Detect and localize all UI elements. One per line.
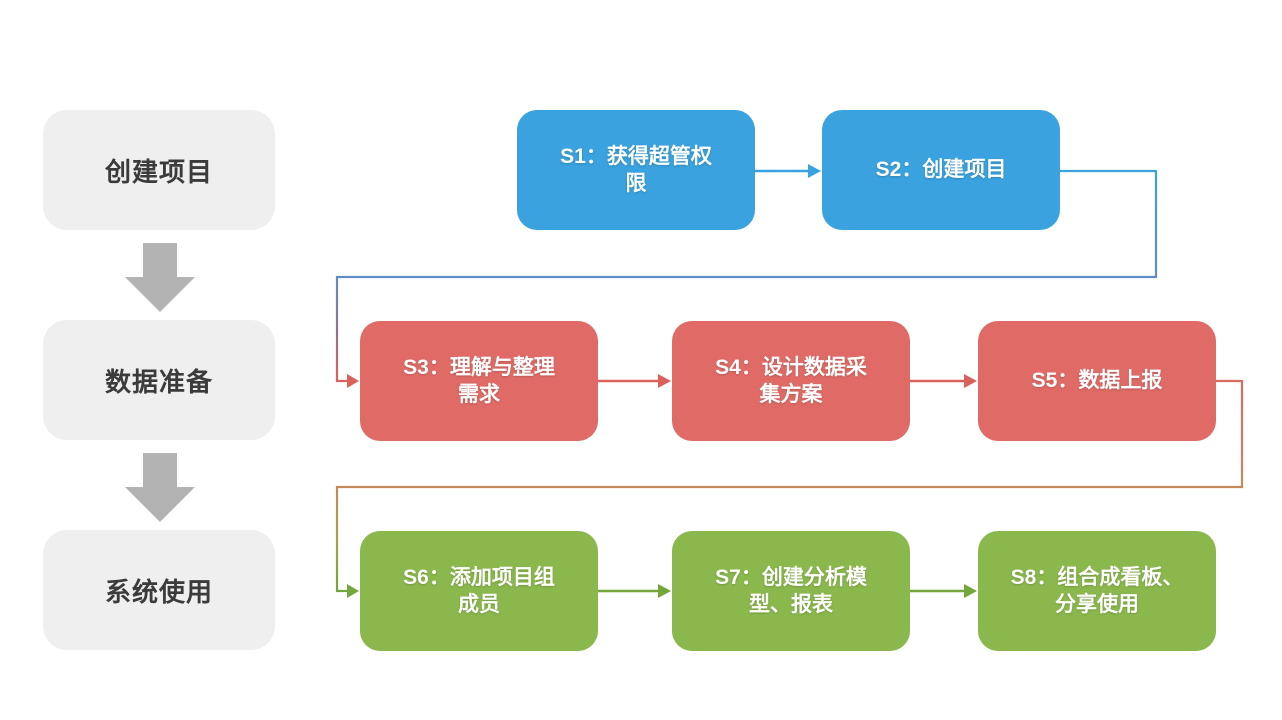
arrow-s6-to-s7	[598, 584, 671, 598]
arrow-s3-to-s4	[598, 374, 671, 388]
step-box-s5: S5：数据上报	[978, 321, 1216, 441]
step-label-line: S6：添加项目组	[403, 565, 555, 589]
step-box-s8: S8：组合成看板、 分享使用	[978, 531, 1216, 651]
phase-label: 数据准备	[104, 366, 213, 397]
phase-down-arrow-2	[125, 453, 195, 522]
arrow-s4-to-s5	[910, 374, 977, 388]
step-box-s4: S4：设计数据采 集方案	[672, 321, 910, 441]
step-label-line: 限	[625, 172, 647, 195]
step-label-line: 成员	[458, 593, 500, 616]
phase-box-system-usage: 系统使用	[43, 530, 275, 650]
step-box-s3: S3：理解与整理 需求	[360, 321, 598, 441]
phase-box-create-project: 创建项目	[43, 110, 275, 230]
step-box-s7: S7：创建分析模 型、报表	[672, 531, 910, 651]
arrow-s1-to-s2	[755, 164, 821, 178]
phase-label: 创建项目	[104, 156, 213, 187]
step-box-s1: S1：获得超管权 限	[517, 110, 755, 230]
phase-label: 系统使用	[104, 576, 213, 607]
step-box-s6: S6：添加项目组 成员	[360, 531, 598, 651]
step-label-line: 型、报表	[749, 593, 833, 616]
step-label-line: S8：组合成看板、	[1010, 565, 1184, 589]
phase-box-data-preparation: 数据准备	[43, 320, 275, 440]
step-label-line: S4：设计数据采	[715, 355, 867, 379]
arrow-s7-to-s8	[910, 584, 977, 598]
step-label-line: S1：获得超管权	[560, 144, 712, 168]
step-label-line: 集方案	[759, 383, 823, 406]
step-label-line: S2：创建项目	[875, 158, 1007, 182]
step-label-line: 需求	[458, 383, 500, 406]
step-label-line: S7：创建分析模	[715, 565, 867, 589]
step-box-s2: S2：创建项目	[822, 110, 1060, 230]
step-label-line: 分享使用	[1055, 593, 1139, 616]
phase-down-arrow-1	[125, 243, 195, 312]
step-label-line: S3：理解与整理	[403, 355, 555, 379]
step-label-line: S5：数据上报	[1031, 369, 1163, 393]
